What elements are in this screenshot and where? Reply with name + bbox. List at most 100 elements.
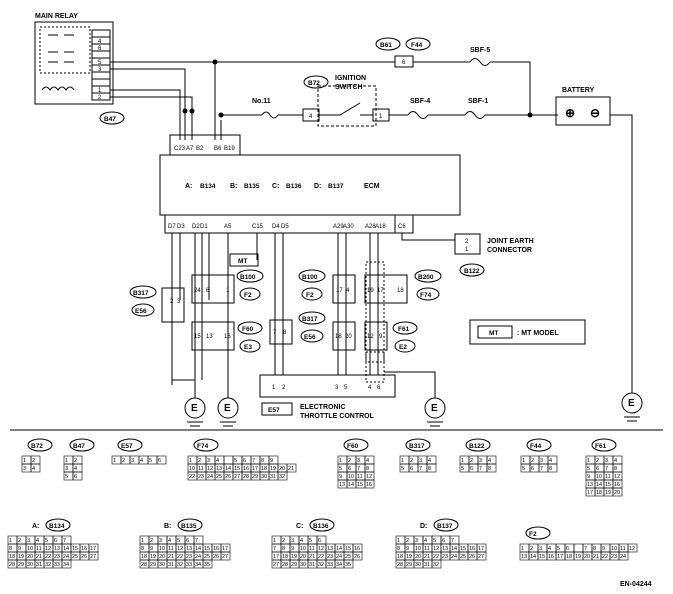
legend-pin: 28 [9,562,15,568]
throttle-pin: 4 [368,385,372,391]
legend-pin: 20 [584,554,590,560]
ecm-pin: A28 [365,224,376,230]
legend-pin: 20 [614,490,620,496]
legend-pin: 2 [18,538,21,544]
ecm-pin: D2 [192,224,200,230]
legend-pin: 22 [318,554,324,560]
legend-pin: 16 [469,546,475,552]
ecm-prefixes: A: B134 B: B135 C: B136 D: B137 [185,183,344,190]
legend-pin: 17 [587,490,593,496]
legend-tag-oval [525,526,551,540]
tag-e3: E3 [244,344,252,351]
relay-pin: 3 [98,67,102,73]
f44-tag-oval [405,37,431,51]
legend-pin: 26 [213,554,219,560]
conn-b317-box [161,287,185,323]
legend-cell [352,551,363,561]
legend-pin: 31 [309,562,315,568]
legend-pin: 12 [366,474,372,480]
legend-pin: 25 [345,554,351,560]
legend-pin: 2 [530,546,533,552]
legend-tag: B135 [181,523,197,530]
fuse-sbf4: SBF-4 [410,98,430,105]
throttle-pin: 2 [282,385,286,391]
legend-pin: 11 [357,474,363,480]
battery-plus-icon: ⊕ [565,106,575,120]
legend-pin: 14 [225,466,231,472]
legend-pin: 11 [309,546,315,552]
legend-pin: 24 [451,554,457,560]
legend-cell [573,543,584,553]
joint-earth-pin: 1 [465,247,469,253]
legend-pin: 16 [243,466,249,472]
legend-pin: 5 [177,538,180,544]
legend-pin: 14 [348,482,354,488]
legend-pin: 16 [614,482,620,488]
legend-cell [627,543,638,553]
legend-tag: B137 [437,523,453,530]
legend-pin: 20 [27,554,33,560]
legend-pin: 7 [451,538,454,544]
legend-pin: 5 [461,466,464,472]
legend-pin: 19 [575,554,581,560]
legend-pin: 3 [27,538,30,544]
legend-pin: 4 [488,458,491,464]
ecm-pin: D1 [200,224,208,230]
ecm-top-pins: C23 A7 B2 B6 B19 [174,146,235,152]
legend-pin: 5 [309,538,312,544]
pin: 20 [345,334,352,340]
legend-pin: 13 [442,546,448,552]
legend-pin: 26 [225,474,231,480]
legend-tag: F61 [595,443,607,450]
joint-earth-title2: CONNECTOR [487,247,532,254]
legend-pin: 9 [291,546,294,552]
legend-pin: 5 [234,458,237,464]
f44-tag: F44 [411,42,423,49]
legend-pin: 10 [611,546,617,552]
ecm-pin: D4 [272,224,280,230]
legend-cell [277,471,288,481]
legend-pin: 32 [45,562,51,568]
legend-pin: 31 [270,474,276,480]
earth-symbol: E [628,398,635,409]
legend-pin: 26 [469,554,475,560]
legend-pin: 15 [357,482,363,488]
legend-cell [612,487,623,497]
legend-pin: 18 [9,554,15,560]
legend-tag-oval [45,518,71,532]
battery-minus-icon: ⊖ [590,106,600,120]
ecm-conn: B134 [200,183,216,190]
legend-pin: 3 [415,538,418,544]
legend-tag-oval [193,438,219,452]
legend-pin: 21 [36,554,42,560]
conn-f60-box [191,321,235,351]
legend-pin: 13 [327,546,333,552]
ignition-title2: SWITCH [335,84,363,91]
ignition-pin-right: 1 [379,114,383,120]
b122-tag-oval [459,263,485,277]
b61-pin: 6 [402,60,406,66]
legend-pin: 7 [479,466,482,472]
legend-tag: B317 [409,443,425,450]
legend-pin: 12 [177,546,183,552]
diagram-code: EN-04244 [620,581,652,588]
legend-pin: 24 [63,554,69,560]
legend-pin: 2 [150,538,153,544]
ecm-prefix: A: [185,183,192,190]
legend-pin: 2 [122,458,125,464]
legend-pin: 12 [207,466,213,472]
legend-pin: 18 [596,490,602,496]
pin: 7 [273,330,277,336]
pin: 13 [206,334,213,340]
legend-tag-oval [69,438,95,452]
pin: 18 [397,288,404,294]
legend-pin: 20 [415,554,421,560]
legend-pin: 4 [424,538,427,544]
ecm-label: ECM [364,183,380,190]
